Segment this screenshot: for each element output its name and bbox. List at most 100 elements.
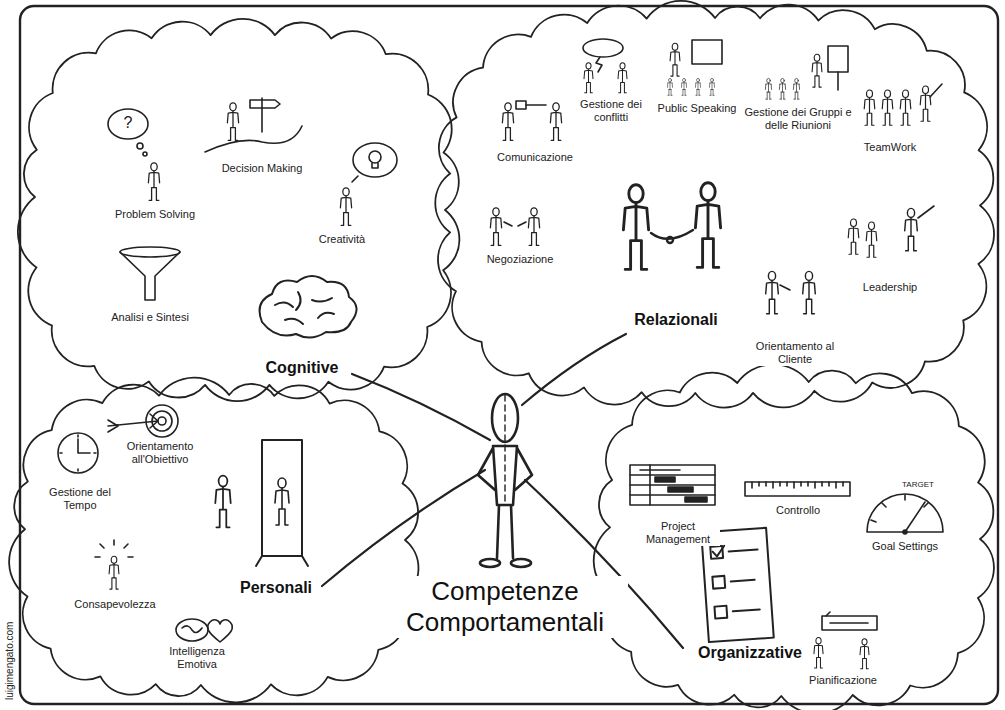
skill-label: Intelligenza Emotiva bbox=[155, 645, 239, 671]
brain-icon bbox=[260, 276, 357, 338]
negotiation-icon bbox=[490, 208, 539, 246]
planning-icon bbox=[814, 637, 823, 668]
skill-label: Controllo bbox=[774, 504, 822, 517]
gauge-icon bbox=[867, 494, 943, 534]
gantt-icon bbox=[668, 487, 693, 492]
emotional-icon bbox=[176, 619, 208, 641]
awareness-icon bbox=[109, 556, 119, 589]
meeting-icon bbox=[765, 78, 771, 99]
public-speaking-icon bbox=[667, 78, 672, 95]
gantt-icon bbox=[630, 465, 715, 505]
decision-making-icon bbox=[205, 98, 302, 152]
decision-making-icon bbox=[205, 98, 302, 152]
central-figure bbox=[478, 446, 532, 558]
cloud-outline bbox=[18, 19, 460, 401]
page-frame bbox=[20, 6, 998, 704]
skill-label: Gestione del Tempo bbox=[41, 486, 120, 512]
creativity-icon bbox=[340, 188, 351, 226]
public-speaking-icon bbox=[709, 78, 714, 95]
skill-label: Orientamento all'Obiettivo bbox=[113, 440, 207, 466]
ruler-icon bbox=[745, 482, 850, 496]
branch-line bbox=[522, 334, 626, 405]
brain-icon bbox=[260, 276, 357, 338]
teamwork-icon bbox=[900, 90, 911, 125]
ruler-icon bbox=[745, 482, 850, 496]
communication-icon bbox=[526, 104, 546, 106]
gauge-icon bbox=[871, 495, 928, 532]
diagram-title: Competenze Comportamentali bbox=[382, 576, 628, 638]
target-icon bbox=[108, 414, 158, 432]
branch-line bbox=[352, 374, 490, 440]
cloud-outline bbox=[594, 364, 994, 710]
icon-label: ? bbox=[124, 114, 133, 132]
teamwork-icon bbox=[882, 90, 893, 125]
mirror-icon bbox=[256, 556, 308, 566]
skill-label: Leadership bbox=[861, 281, 919, 294]
skill-label: Negoziazione bbox=[485, 253, 556, 266]
public-speaking-icon bbox=[681, 78, 686, 95]
target-icon bbox=[108, 405, 178, 437]
funnel-icon bbox=[120, 252, 180, 300]
brain-icon bbox=[275, 292, 334, 324]
conflict-icon bbox=[583, 39, 627, 93]
negotiation-icon bbox=[504, 222, 526, 226]
leadership-icon bbox=[848, 219, 859, 254]
icon-label: TARGET bbox=[902, 481, 934, 490]
public-speaking-icon bbox=[667, 40, 722, 95]
skill-label: Goal Settings bbox=[870, 540, 940, 553]
meeting-icon bbox=[765, 46, 848, 99]
leadership-icon bbox=[848, 206, 934, 257]
skill-cloud: CognitiveProblem SolvingDecision MakingC… bbox=[25, 25, 455, 395]
teamwork-icon bbox=[864, 84, 942, 125]
meeting-icon bbox=[779, 78, 785, 99]
gauge-icon bbox=[867, 494, 943, 532]
cloud-heading: Personali bbox=[238, 578, 314, 597]
skill-label: Decision Making bbox=[220, 162, 305, 175]
public-speaking-icon bbox=[670, 43, 680, 76]
central-figure bbox=[478, 394, 532, 567]
cloud-heading: Relazionali bbox=[632, 310, 720, 329]
customer-icon bbox=[780, 285, 790, 290]
teamwork-icon bbox=[864, 90, 875, 125]
central-figure bbox=[511, 559, 531, 567]
cloud-outline bbox=[435, 1, 994, 408]
skill-label: Orientamento al Cliente bbox=[751, 340, 840, 366]
problem-solving-icon bbox=[143, 152, 147, 156]
checklist-icon bbox=[712, 576, 725, 589]
gantt-icon bbox=[630, 465, 715, 505]
skill-label: Creatività bbox=[317, 233, 367, 246]
gantt-icon bbox=[630, 465, 715, 505]
handshake-icon bbox=[667, 237, 673, 243]
mirror-icon bbox=[215, 476, 230, 528]
funnel-icon bbox=[120, 247, 180, 257]
skill-label: Project Management bbox=[636, 520, 720, 546]
handshake-icon bbox=[623, 185, 648, 270]
skill-label: Consapevolezza bbox=[72, 598, 157, 611]
skill-label: Pianificazione bbox=[807, 674, 879, 687]
skill-label: Gestione dei Gruppi e delle Riunioni bbox=[739, 106, 858, 132]
communication-icon bbox=[550, 103, 561, 141]
skill-cloud: Personali Orientamento all'ObiettivoGesti… bbox=[15, 385, 415, 695]
handshake-icon bbox=[695, 183, 720, 268]
meeting-icon bbox=[828, 46, 848, 72]
ruler-icon bbox=[752, 482, 843, 488]
skill-label: Comunicazione bbox=[495, 151, 575, 164]
cloud-outline bbox=[9, 378, 418, 703]
creativity-icon bbox=[352, 163, 378, 182]
customer-icon bbox=[766, 271, 816, 313]
conflict-icon bbox=[583, 39, 623, 57]
teamwork-icon bbox=[930, 84, 942, 97]
meeting-icon bbox=[812, 54, 822, 87]
skill-label: Public Speaking bbox=[656, 102, 739, 115]
emotional-icon bbox=[208, 620, 233, 642]
creativity-icon bbox=[340, 143, 397, 225]
skill-label: Problem Solving bbox=[113, 208, 197, 221]
central-figure bbox=[504, 395, 505, 505]
conflict-icon bbox=[618, 63, 627, 93]
public-speaking-icon bbox=[695, 78, 700, 95]
checklist-icon bbox=[712, 543, 761, 612]
checklist-icon bbox=[714, 606, 727, 619]
leadership-icon bbox=[905, 208, 918, 250]
emotional-icon bbox=[182, 626, 202, 633]
awareness-icon bbox=[95, 540, 133, 557]
